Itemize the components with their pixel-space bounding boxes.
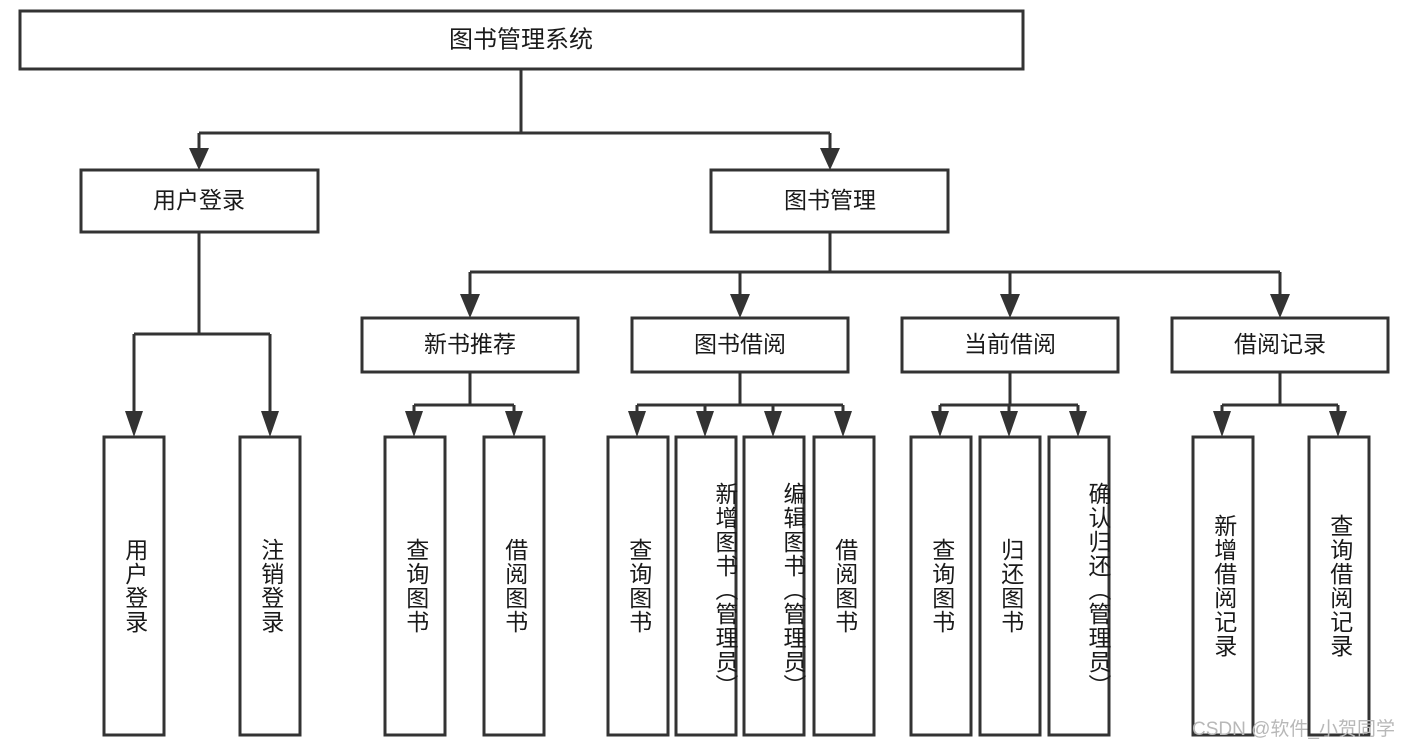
arrow-head-leaf-query-book-1 (405, 411, 423, 437)
leaf-box-logout-login[interactable] (238, 435, 302, 737)
csdn-watermark: CSDN @软件_小贺同学 (1192, 719, 1395, 740)
node-book-manage-rect[interactable] (709, 168, 950, 234)
arrow-head-to-new-book-recommend (460, 294, 480, 318)
node-user-login[interactable]: 用户登录 (79, 168, 320, 234)
node-current-borrow-rect[interactable] (900, 316, 1120, 374)
arrow-head-leaf-edit-book (764, 411, 782, 437)
leaf-box-edit-book[interactable] (742, 435, 806, 737)
arrow-head-to-book-manage (820, 148, 840, 170)
node-borrow-record-label: 借阅记录 (1234, 331, 1326, 357)
node-book-borrow-label: 图书借阅 (694, 331, 786, 357)
leaf-box-borrow-book-2[interactable] (812, 435, 876, 737)
arrow-head-leaf-borrow-book-1 (505, 411, 523, 437)
arrow-head-leaf-borrow-book-2 (834, 411, 852, 437)
node-current-borrow-label: 当前借阅 (964, 331, 1056, 357)
arrow-head-leaf-add-record (1213, 411, 1231, 437)
leaf-box-return-book[interactable] (978, 435, 1042, 737)
leaf-box-add-record[interactable] (1191, 435, 1255, 737)
connector-group-book-manage (460, 232, 1290, 318)
connector-group-current-borrow-leaves (931, 372, 1087, 437)
node-borrow-record-rect[interactable] (1170, 316, 1390, 374)
arrow-head-to-book-borrow (730, 294, 750, 318)
connector-group-root (189, 69, 840, 170)
node-root[interactable]: 图书管理系统 (18, 9, 1025, 71)
leaf-box-query-book-2[interactable] (606, 435, 670, 737)
node-user-login-label: 用户登录 (153, 187, 245, 213)
node-new-book-recommend[interactable]: 新书推荐 (360, 316, 580, 374)
arrow-head-leaf-query-book-3 (931, 411, 949, 437)
leaf-box-confirm-return[interactable] (1047, 435, 1111, 737)
leaf-box-add-book[interactable] (674, 435, 738, 737)
node-book-manage[interactable]: 图书管理 (709, 168, 950, 234)
leaf-box-query-book-3[interactable] (909, 435, 973, 737)
node-current-borrow[interactable]: 当前借阅 (900, 316, 1120, 374)
node-user-login-rect[interactable] (79, 168, 320, 234)
arrow-head-leaf-user-login (125, 411, 143, 437)
connector-group-user-login-leaves (125, 232, 279, 437)
arrow-head-to-current-borrow (1000, 294, 1020, 318)
arrow-head-to-user-login (189, 148, 209, 170)
arrow-head-leaf-add-book (696, 411, 714, 437)
node-root-label: 图书管理系统 (449, 26, 593, 53)
node-root-rect[interactable] (18, 9, 1025, 71)
arrow-head-leaf-return-book (1000, 411, 1018, 437)
arrow-head-leaf-confirm-return (1069, 411, 1087, 437)
arrow-head-leaf-query-book-2 (628, 411, 646, 437)
node-book-borrow-rect[interactable] (630, 316, 850, 374)
arrow-head-leaf-query-record (1329, 411, 1347, 437)
leaf-box-query-book-1[interactable] (383, 435, 447, 737)
connector-group-book-borrow-leaves (628, 372, 852, 437)
leaf-box-borrow-book-1[interactable] (482, 435, 546, 737)
arrow-head-leaf-logout-login (261, 411, 279, 437)
connector-group-borrow-record-leaves (1213, 372, 1347, 437)
arrow-head-to-borrow-record (1270, 294, 1290, 318)
leaf-box-user-login[interactable] (102, 435, 166, 737)
connector-group-new-book-leaves (405, 372, 523, 437)
node-book-manage-label: 图书管理 (784, 187, 876, 213)
node-new-book-recommend-rect[interactable] (360, 316, 580, 374)
node-book-borrow[interactable]: 图书借阅 (630, 316, 850, 374)
node-new-book-recommend-label: 新书推荐 (424, 331, 516, 357)
node-borrow-record[interactable]: 借阅记录 (1170, 316, 1390, 374)
leaf-box-query-record[interactable] (1307, 435, 1371, 737)
